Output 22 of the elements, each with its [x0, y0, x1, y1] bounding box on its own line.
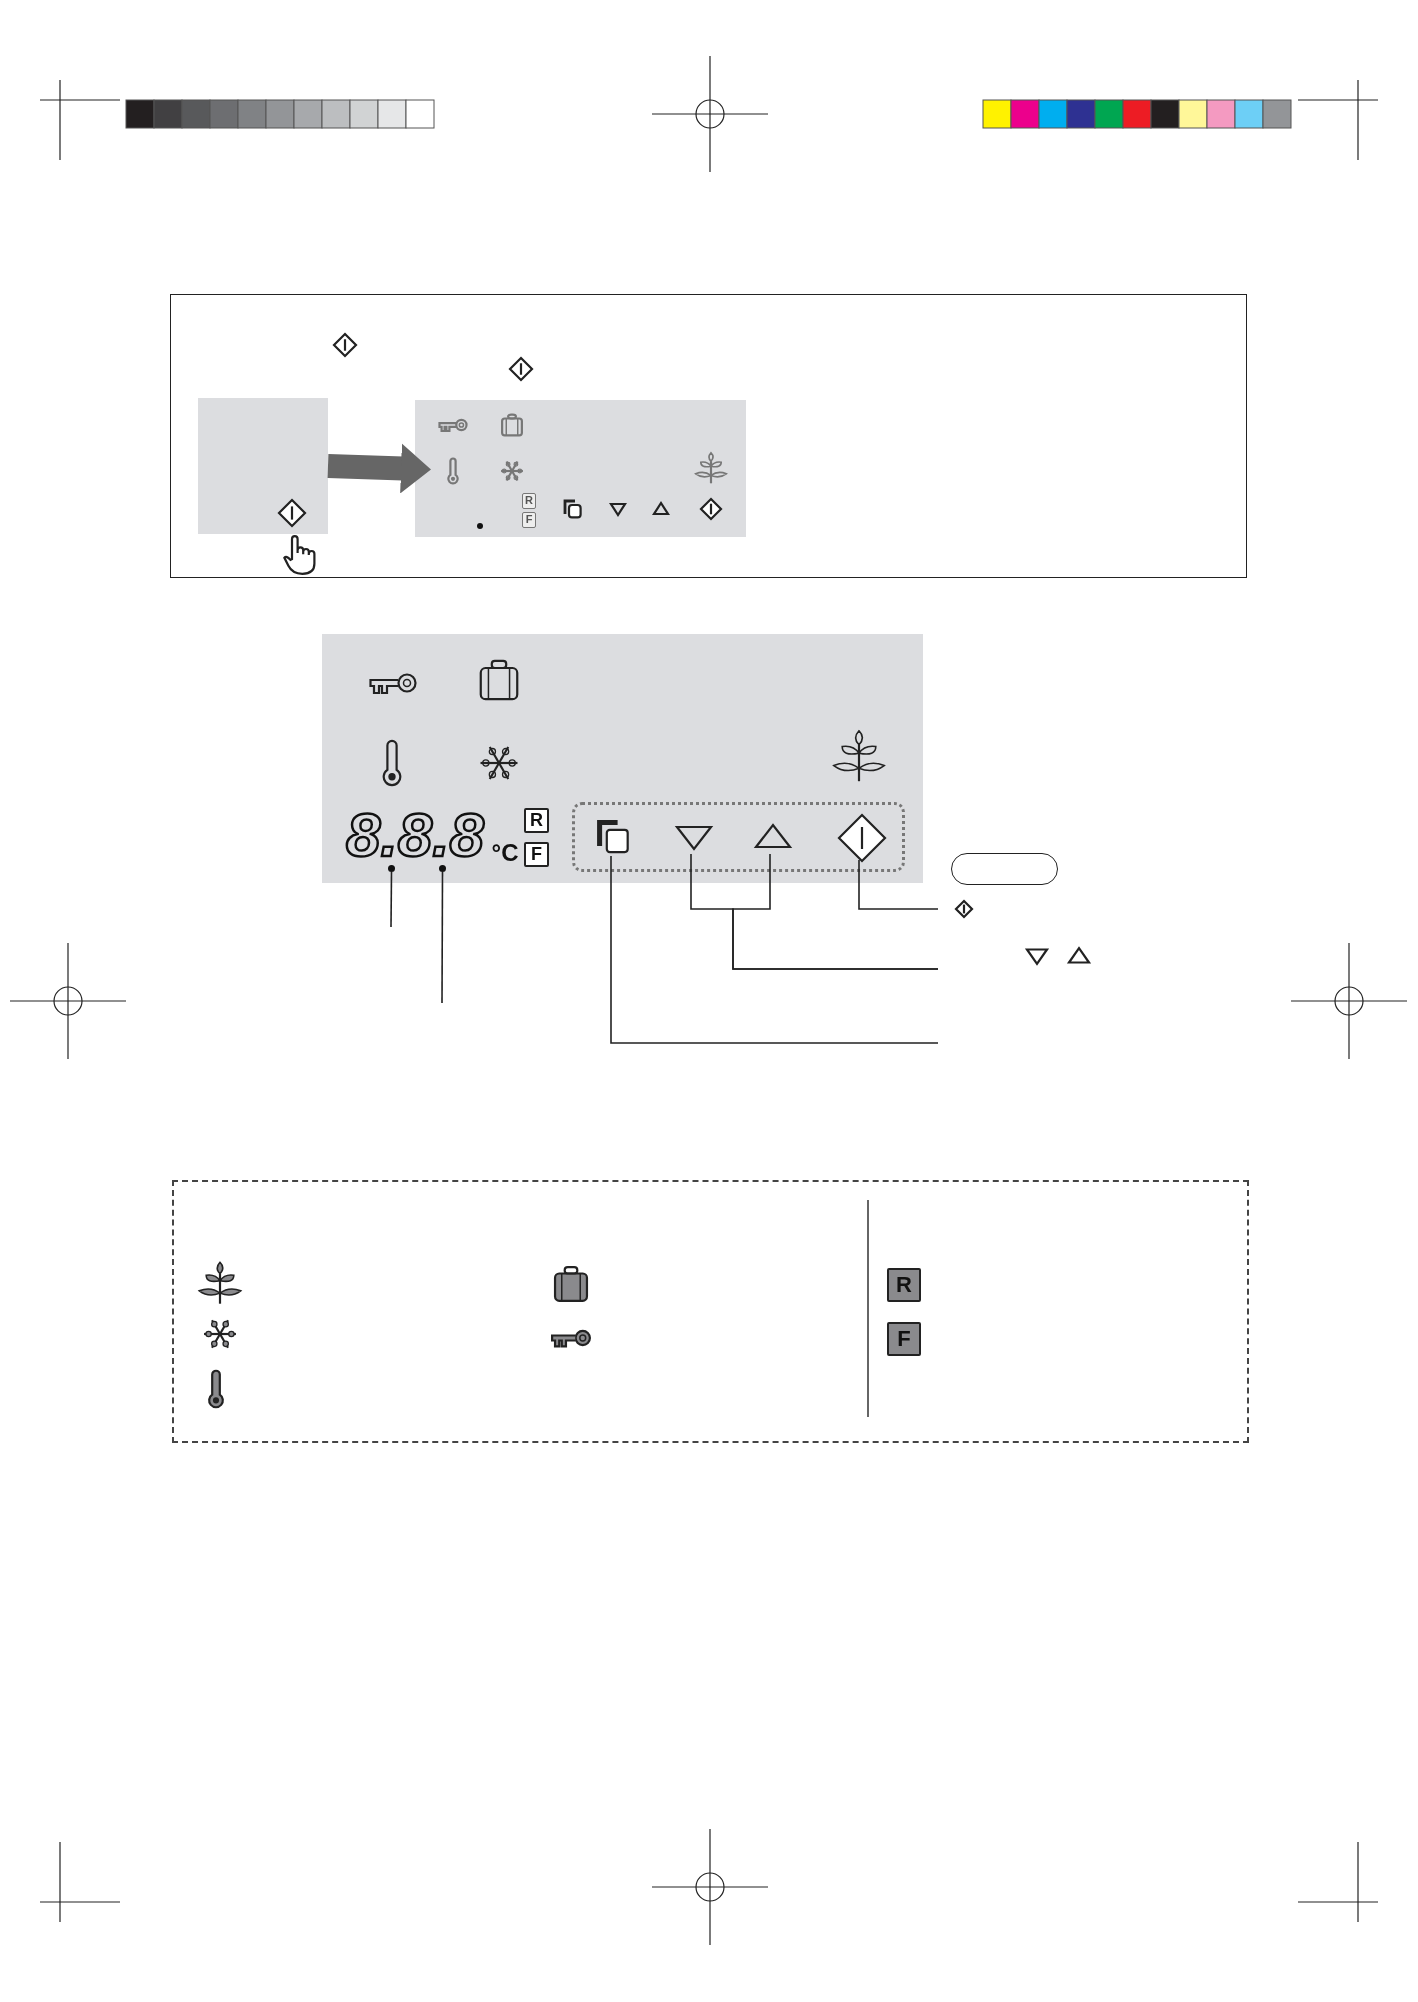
control-panel	[322, 634, 923, 883]
pill-outline	[951, 853, 1058, 885]
leader-line	[610, 855, 939, 1044]
unit-text: °C	[490, 838, 520, 868]
block-arrow	[327, 443, 431, 494]
panel-background	[198, 398, 328, 534]
mode-letter: F	[887, 1322, 921, 1356]
leader-line	[441, 871, 444, 1004]
mode-letter: R	[887, 1268, 921, 1302]
segment-display: 8.8.8	[344, 799, 486, 871]
display-panel	[415, 400, 746, 537]
decimal-point	[388, 865, 395, 872]
mode-letter: R	[522, 493, 536, 509]
power-button	[837, 813, 887, 863]
leader-line	[858, 859, 939, 910]
decimal-point	[439, 865, 446, 872]
mode-letter: F	[524, 842, 549, 867]
mode-letter: F	[522, 512, 536, 528]
mode-letter: R	[524, 808, 549, 833]
leader-line	[390, 871, 393, 928]
button-group-outline	[572, 802, 905, 872]
leader-line	[732, 853, 939, 970]
